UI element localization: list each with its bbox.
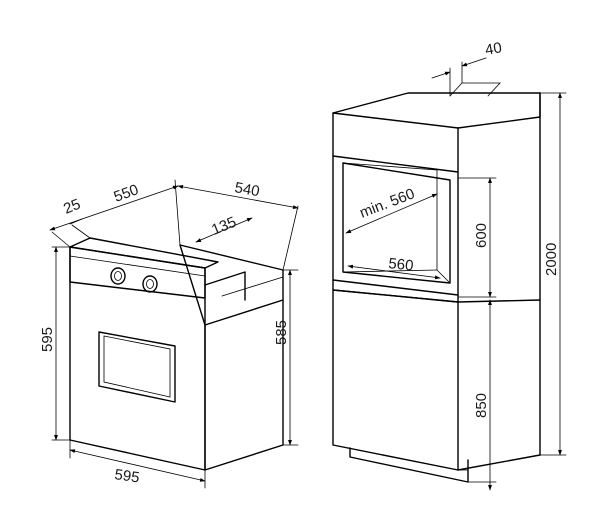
dimension-label: 595 xyxy=(39,327,56,352)
control-strip xyxy=(69,246,206,299)
dimension-label: 560 xyxy=(388,255,415,275)
oven-drawing xyxy=(69,237,284,471)
dimension-label: 540 xyxy=(233,179,261,200)
oven-front-panel xyxy=(69,246,206,471)
dimension-label: 25 xyxy=(61,196,83,218)
dimension-label: 550 xyxy=(112,181,141,206)
cabinet-niche xyxy=(332,155,459,296)
dimension-label: min. 560 xyxy=(357,185,417,221)
dimension-label: 135 xyxy=(209,214,239,239)
oven-knob xyxy=(142,275,158,293)
cabinet-dimensions: 40 min. 560 560 600 850 2000 xyxy=(345,39,567,491)
cabinet-base xyxy=(332,289,459,471)
oven-body xyxy=(179,244,284,471)
oven-window xyxy=(98,331,176,403)
dimension-label: 600 xyxy=(473,223,490,248)
cabinet-drawing xyxy=(332,82,541,483)
dimension-label: 595 xyxy=(113,466,140,486)
oven-knob xyxy=(110,267,126,285)
dimension-label: 40 xyxy=(484,39,503,59)
dimension-label: 850 xyxy=(473,393,490,418)
oven-dimensions: 25 550 540 135 595 585 595 xyxy=(39,179,299,489)
dimension-label: 2000 xyxy=(543,243,560,276)
cabinet-top xyxy=(332,92,541,129)
dimension-label: 585 xyxy=(273,320,290,345)
